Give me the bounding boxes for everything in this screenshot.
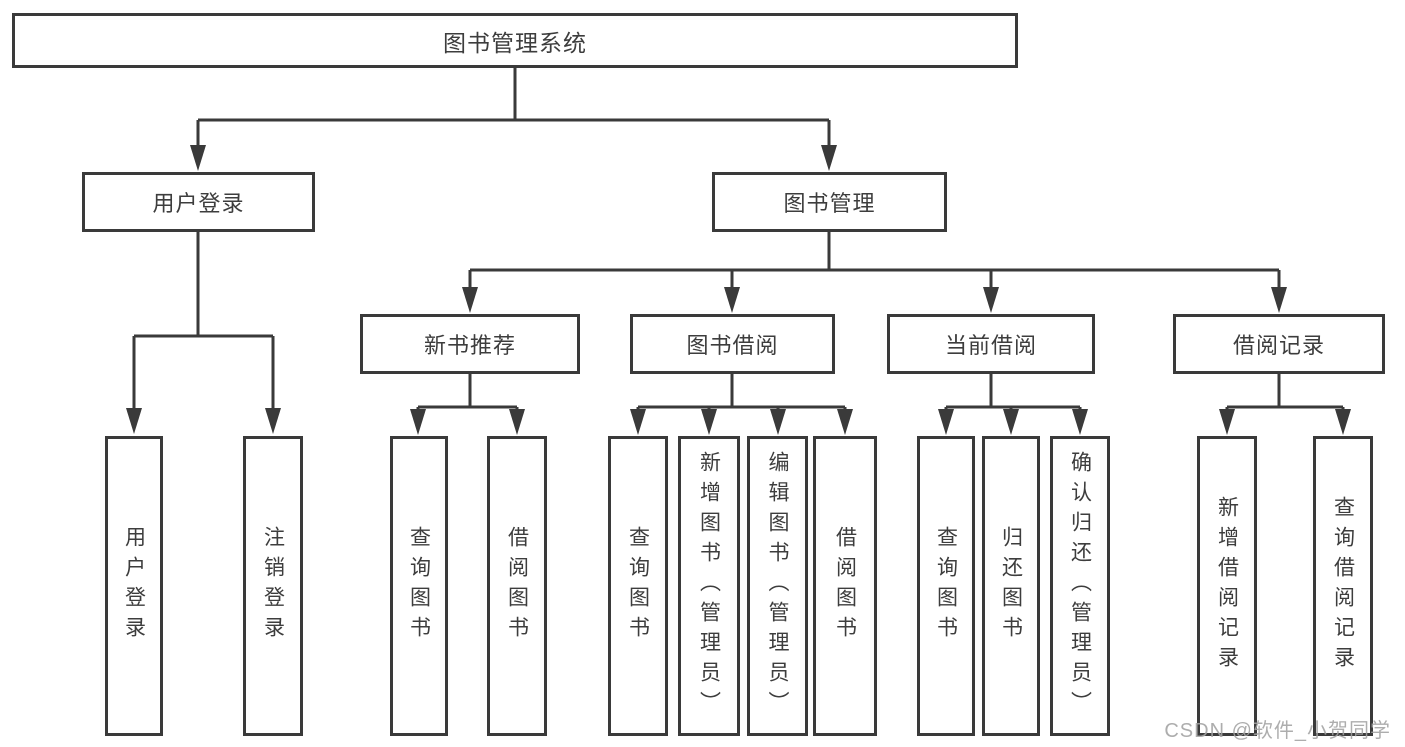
csdn-watermark: CSDN @软件_小贺同学 xyxy=(1164,720,1391,742)
node-book-management: 图书管理 xyxy=(712,172,947,232)
leaf-confirm-return-admin: 确认归还（管理员） xyxy=(1050,436,1110,736)
node-current-borrow: 当前借阅 xyxy=(887,314,1095,374)
leaf-edit-book-admin: 编辑图书（管理员） xyxy=(747,436,808,736)
leaf-add-book-admin: 新增图书（管理员） xyxy=(678,436,740,736)
leaf-query-books-recommend: 查询图书 xyxy=(390,436,448,736)
node-borrow-records: 借阅记录 xyxy=(1173,314,1385,374)
leaf-user-login: 用户登录 xyxy=(105,436,163,736)
leaf-borrow-books-2: 借阅图书 xyxy=(813,436,877,736)
node-new-book-recommend: 新书推荐 xyxy=(360,314,580,374)
leaf-query-books-current: 查询图书 xyxy=(917,436,975,736)
node-user-login: 用户登录 xyxy=(82,172,315,232)
leaf-borrow-books-recommend: 借阅图书 xyxy=(487,436,547,736)
leaf-query-borrow-record: 查询借阅记录 xyxy=(1313,436,1373,736)
leaf-return-book: 归还图书 xyxy=(982,436,1040,736)
node-book-borrow: 图书借阅 xyxy=(630,314,835,374)
node-root: 图书管理系统 xyxy=(12,13,1018,68)
leaf-logout: 注销登录 xyxy=(243,436,303,736)
leaf-add-borrow-record: 新增借阅记录 xyxy=(1197,436,1257,736)
leaf-query-books-borrow: 查询图书 xyxy=(608,436,668,736)
